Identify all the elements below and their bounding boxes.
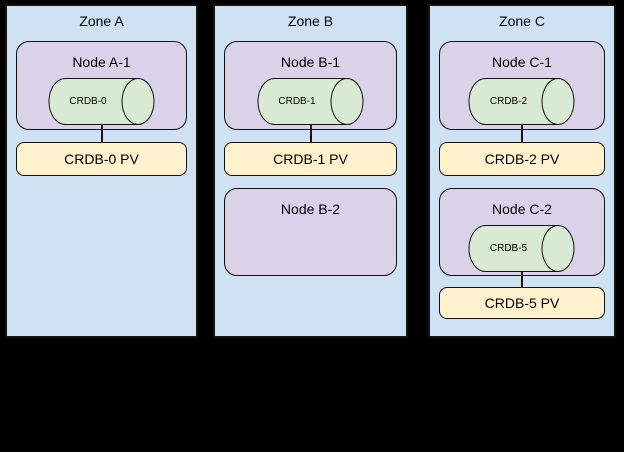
zone-c: Zone C Node C-1 CRDB-2 CRDB-2 PV Node C-… (428, 4, 616, 338)
crdb-1-pod-cylinder: CRDB-1 (257, 78, 364, 125)
crdb-2-pv-box: CRDB-2 PV (439, 142, 605, 176)
crdb-0-pod-label: CRDB-0 (69, 96, 107, 107)
crdb-0-pod-cylinder: CRDB-0 (48, 78, 155, 125)
crdb-2-pod-cylinder: CRDB-2 (468, 78, 576, 125)
node-a1: Node A-1 CRDB-0 (16, 41, 187, 130)
node-c2: Node C-2 CRDB-5 (439, 188, 605, 276)
node-c2-label: Node C-2 (492, 201, 552, 217)
zone-c-title: Zone C (499, 13, 545, 29)
zone-a: Zone A Node A-1 CRDB-0 CRDB-0 PV (5, 4, 198, 338)
crdb-0-pv-connector-line (100, 124, 103, 142)
crdb-5-pod-cylinder: CRDB-5 (468, 225, 576, 272)
zone-b-title: Zone B (287, 13, 334, 29)
crdb-5-pv-box: CRDB-5 PV (439, 287, 605, 319)
crdb-5-pv-label: CRDB-5 PV (484, 295, 560, 311)
crdb-5-pod-label: CRDB-5 (489, 243, 528, 254)
node-c1: Node C-1 CRDB-2 (439, 41, 605, 130)
node-b2-label: Node B-2 (280, 201, 341, 217)
crdb-1-pv-label: CRDB-1 PV (273, 151, 348, 167)
zone-a-title: Zone A (79, 13, 124, 29)
crdb-1-pv-connector-line (309, 124, 312, 142)
cylinder-cap (541, 225, 575, 272)
node-b2: Node B-2 (224, 188, 397, 276)
crdb-5-pv-connector-line (521, 271, 523, 287)
node-a1-label: Node A-1 (72, 54, 131, 70)
cylinder-cap (121, 78, 154, 125)
crdb-1-pod-label: CRDB-1 (278, 96, 316, 107)
crdb-2-pod-label: CRDB-2 (489, 96, 528, 107)
node-b1-label: Node B-1 (280, 54, 341, 70)
crdb-1-pv-box: CRDB-1 PV (224, 142, 397, 176)
node-c1-label: Node C-1 (492, 54, 552, 70)
crdb-0-pv-box: CRDB-0 PV (16, 142, 187, 176)
crdb-2-pv-connector-line (521, 124, 523, 142)
crdb-2-pv-label: CRDB-2 PV (484, 151, 560, 167)
cylinder-cap (541, 78, 575, 125)
cylinder-cap (330, 78, 363, 125)
node-b1: Node B-1 CRDB-1 (224, 41, 397, 130)
crdb-0-pv-label: CRDB-0 PV (64, 151, 139, 167)
zone-b: Zone B Node B-1 CRDB-1 CRDB-1 PV Node B-… (213, 4, 408, 338)
